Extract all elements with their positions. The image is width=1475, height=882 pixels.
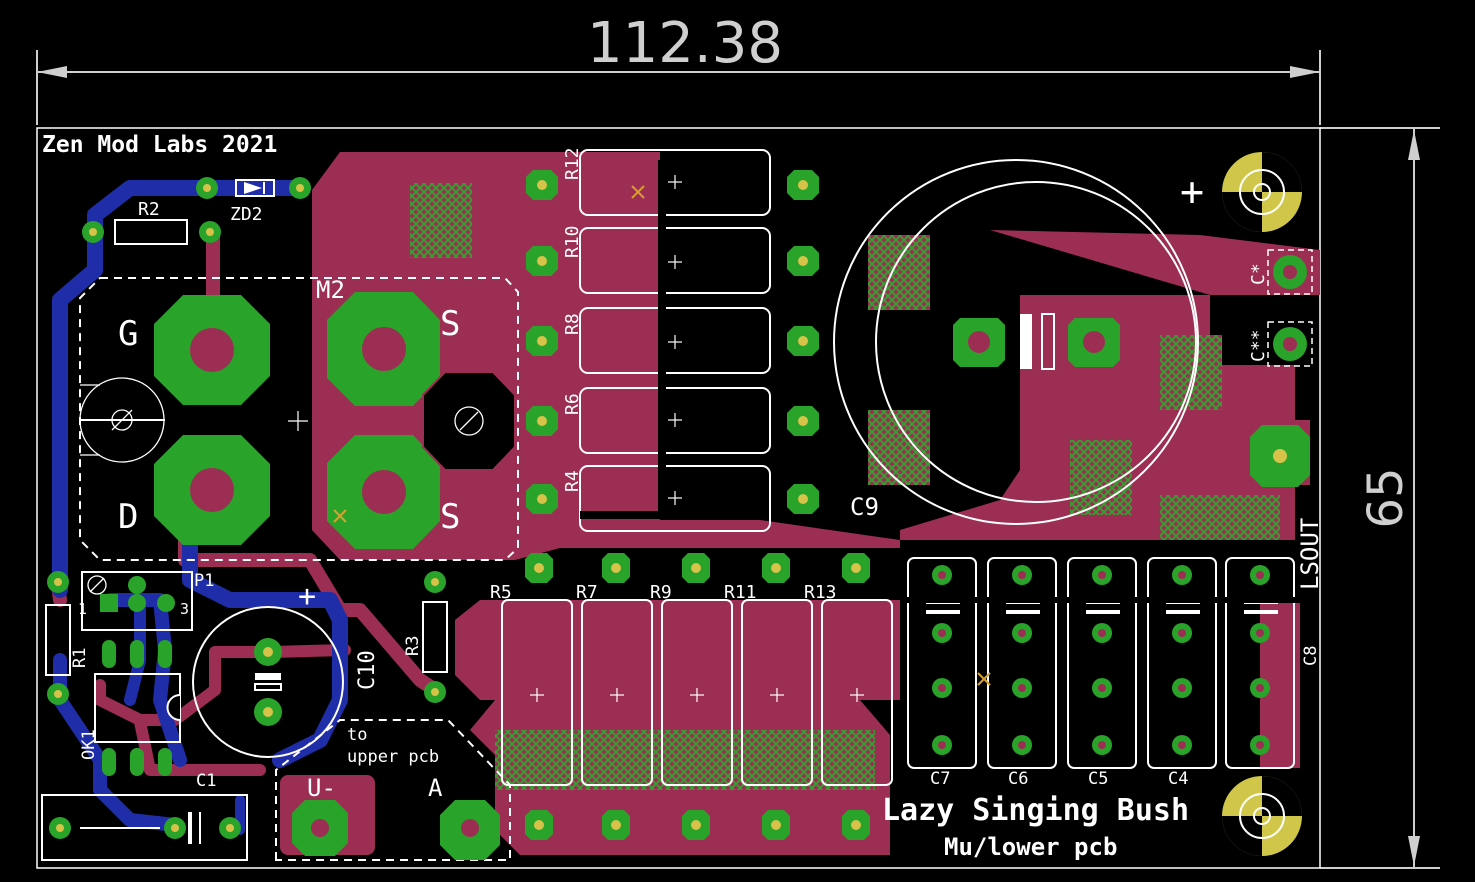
board-title: Zen Mod Labs 2021	[42, 132, 277, 158]
trimmer-p1: P1 1 3	[78, 571, 214, 631]
optocoupler-ok1: OK1	[79, 640, 181, 776]
zener-label: ZD2	[230, 204, 263, 225]
r4-label: R4	[562, 470, 583, 492]
mosfet-label: M2	[316, 276, 345, 304]
r11-label: R11	[724, 582, 757, 603]
cstarstar-label: C**	[1248, 329, 1269, 362]
resistor-r13: R13	[804, 553, 893, 840]
r10-label: R10	[562, 225, 583, 258]
r7-label: R7	[576, 582, 598, 603]
r3-label: R3	[403, 636, 423, 656]
c7-label: C7	[930, 769, 950, 789]
capacitor-cstar: C*	[1248, 249, 1313, 295]
r12-label: R12	[562, 147, 583, 180]
width-dimension-label: 112.38	[587, 11, 783, 76]
r5-label: R5	[490, 582, 512, 603]
resistor-r6: R6	[526, 387, 819, 454]
board-outline	[36, 127, 1321, 869]
c10-label: C10	[355, 650, 380, 690]
resistor-r11: R11	[724, 553, 813, 840]
capacitor-cstarstar: C**	[1248, 321, 1313, 367]
resistor-r10: R10	[526, 225, 819, 294]
height-dimension-label: 65	[1358, 467, 1414, 528]
upper-pcb-connector: to upper pcb A U-	[275, 719, 511, 861]
c8-label: C8	[1301, 646, 1321, 666]
resistor-r12: R12	[526, 147, 819, 216]
capacitor-c6: C6	[977, 557, 1057, 789]
capacitor-c9: C9	[833, 159, 1199, 525]
pad-a-label: A	[428, 774, 443, 802]
plus-marker: +	[1180, 169, 1204, 215]
c9-label: C9	[850, 493, 879, 521]
capacitor-c7: C7	[907, 557, 977, 789]
resistor-r8: R8	[526, 307, 819, 374]
c4-label: C4	[1168, 769, 1188, 789]
source-label-1: S	[440, 304, 460, 344]
c6-label: C6	[1008, 769, 1028, 789]
resistor-r4: R4	[526, 465, 819, 532]
zener-zd2: ZD2	[196, 177, 311, 225]
cstar-label: C*	[1248, 263, 1269, 285]
capacitor-c8: C8	[1225, 557, 1321, 769]
resistor-r2: R2	[82, 199, 221, 245]
drain-label: D	[118, 497, 138, 537]
lsout-label: LSOUT	[1296, 518, 1324, 590]
upper-pcb-label: upper pcb	[347, 747, 439, 767]
mount-hole-bottom	[1222, 776, 1302, 856]
mount-hole-top: +	[1180, 152, 1302, 232]
to-label: to	[347, 725, 367, 745]
r6-label: R6	[562, 393, 583, 415]
p1-pin1-label: 1	[78, 600, 87, 618]
mosfet-m2: M2 G D S S	[79, 276, 519, 561]
c10-plus-marker: +	[298, 579, 316, 614]
ok1-label: OK1	[79, 729, 99, 760]
source-label-2: S	[440, 497, 460, 537]
capacitor-c5: C5	[1067, 557, 1137, 789]
c1-label: C1	[196, 771, 216, 791]
lsout-connector: LSOUT	[1250, 425, 1324, 590]
r2-label: R2	[138, 199, 160, 220]
dimension-width: 112.38	[36, 11, 1321, 125]
r9-label: R9	[650, 582, 672, 603]
board-subtitle: Mu/lower pcb	[944, 833, 1117, 861]
resistor-r3: R3	[403, 571, 448, 703]
resistor-r5: R5	[490, 553, 573, 840]
c5-label: C5	[1088, 769, 1108, 789]
resistor-r7: R7	[576, 553, 653, 840]
capacitor-c1: C1	[41, 771, 248, 861]
resistor-r9: R9	[650, 553, 733, 840]
gate-label: G	[118, 314, 138, 354]
origin-crosses	[530, 175, 864, 702]
p1-pin3-label: 3	[180, 600, 189, 618]
capacitor-c4: C4	[1147, 557, 1217, 789]
r8-label: R8	[562, 313, 583, 335]
r1-label: R1	[70, 648, 90, 668]
p1-label: P1	[194, 571, 214, 591]
board-name: Lazy Singing Bush	[882, 793, 1189, 828]
capacitor-c10: C10	[192, 606, 380, 758]
r13-label: R13	[804, 582, 837, 603]
dimension-height: 65	[1320, 127, 1440, 869]
resistor-r1: R1	[45, 571, 90, 705]
pad-u-label: U-	[307, 774, 336, 802]
